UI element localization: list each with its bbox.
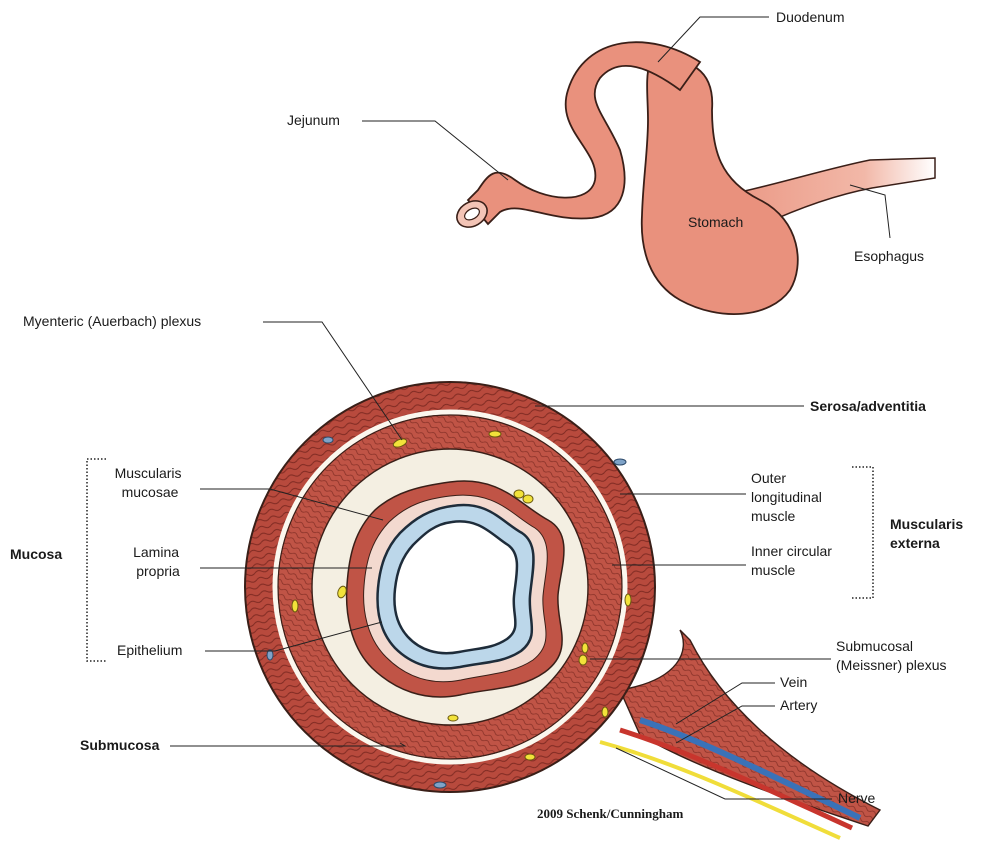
label-nerve: Nerve xyxy=(838,790,876,806)
label-artery: Artery xyxy=(780,697,817,713)
label-muscularis-externa: Muscularis externa xyxy=(890,516,967,551)
label-muscularis-mucosae: Muscularis mucosae xyxy=(115,465,186,500)
label-lamina-propria: Lamina propria xyxy=(133,544,183,579)
label-submucosa: Submucosa xyxy=(80,737,160,753)
label-duodenum: Duodenum xyxy=(776,9,845,25)
gi-organs xyxy=(452,42,935,314)
mucosa-bracket xyxy=(87,459,106,661)
label-inner-circular-muscle: Inner circular muscle xyxy=(751,543,836,578)
label-mucosa: Mucosa xyxy=(10,546,62,562)
muscularis-externa-bracket xyxy=(852,467,873,598)
label-stomach: Stomach xyxy=(688,214,743,230)
cross-section xyxy=(245,382,880,838)
label-submucosal-plexus: Submucosal (Meissner) plexus xyxy=(836,638,946,673)
label-epithelium: Epithelium xyxy=(117,642,182,658)
label-jejunum: Jejunum xyxy=(287,112,340,128)
label-myenteric-plexus: Myenteric (Auerbach) plexus xyxy=(23,313,201,329)
label-outer-longitudinal-muscle: Outer longitudinal muscle xyxy=(751,470,826,524)
label-serosa-adventitia: Serosa/adventitia xyxy=(810,398,926,414)
credit-text: 2009 Schenk/Cunningham xyxy=(537,806,683,821)
label-esophagus: Esophagus xyxy=(854,248,924,264)
label-vein: Vein xyxy=(780,674,807,690)
